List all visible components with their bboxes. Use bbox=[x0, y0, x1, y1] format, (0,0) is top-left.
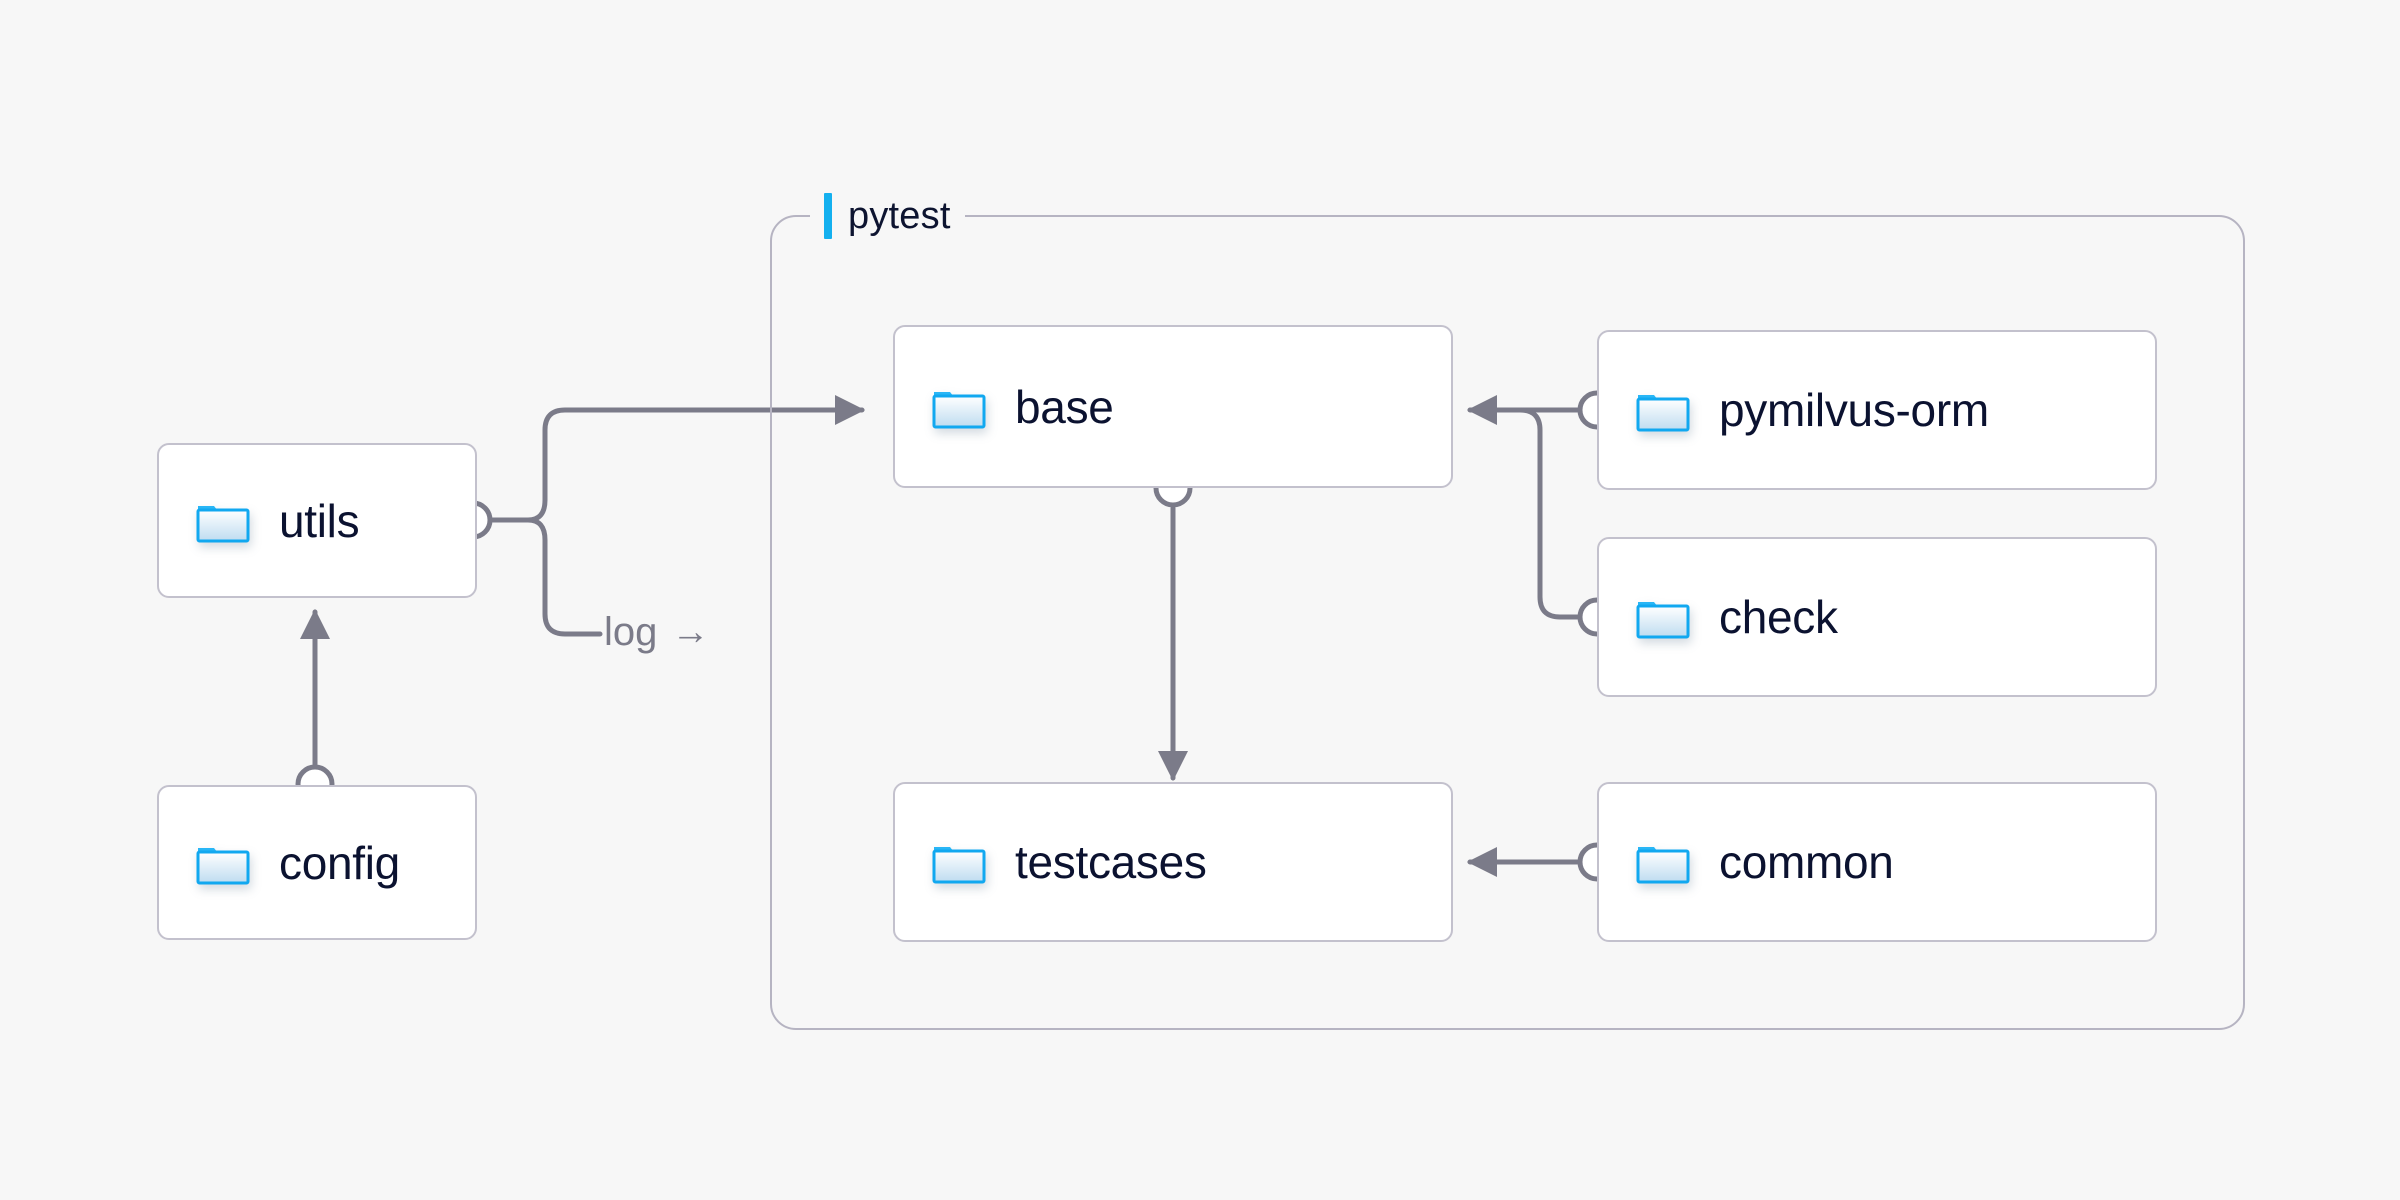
node-utils[interactable]: utils bbox=[157, 443, 477, 598]
node-common[interactable]: common bbox=[1597, 782, 2157, 942]
edge-label-log: log → bbox=[604, 612, 709, 652]
node-pymilvus-orm[interactable]: pymilvus-orm bbox=[1597, 330, 2157, 490]
node-base[interactable]: base bbox=[893, 325, 1453, 488]
node-utils-label: utils bbox=[279, 494, 360, 547]
node-common-label: common bbox=[1719, 836, 1894, 888]
node-testcases[interactable]: testcases bbox=[893, 782, 1453, 942]
folder-icon bbox=[1635, 593, 1691, 641]
folder-icon bbox=[195, 839, 251, 887]
folder-icon bbox=[195, 497, 251, 545]
folder-icon bbox=[1635, 386, 1691, 434]
node-check-label: check bbox=[1719, 591, 1838, 643]
node-testcases-label: testcases bbox=[1015, 836, 1207, 888]
group-pytest-label-text: pytest bbox=[848, 195, 951, 237]
node-config-label: config bbox=[279, 836, 400, 889]
node-base-label: base bbox=[1015, 380, 1114, 433]
accent-bar-icon bbox=[824, 193, 832, 239]
node-check[interactable]: check bbox=[1597, 537, 2157, 697]
edge-utils-log bbox=[525, 517, 603, 637]
group-pytest bbox=[770, 215, 2245, 1030]
folder-icon bbox=[1635, 838, 1691, 886]
group-pytest-label: pytest bbox=[810, 190, 965, 242]
edge-label-log-text: log bbox=[604, 610, 658, 654]
arrow-right-icon: → bbox=[671, 611, 710, 653]
folder-icon bbox=[931, 383, 987, 431]
folder-icon bbox=[931, 838, 987, 886]
node-pymilvus-orm-label: pymilvus-orm bbox=[1719, 384, 1989, 436]
node-config[interactable]: config bbox=[157, 785, 477, 940]
